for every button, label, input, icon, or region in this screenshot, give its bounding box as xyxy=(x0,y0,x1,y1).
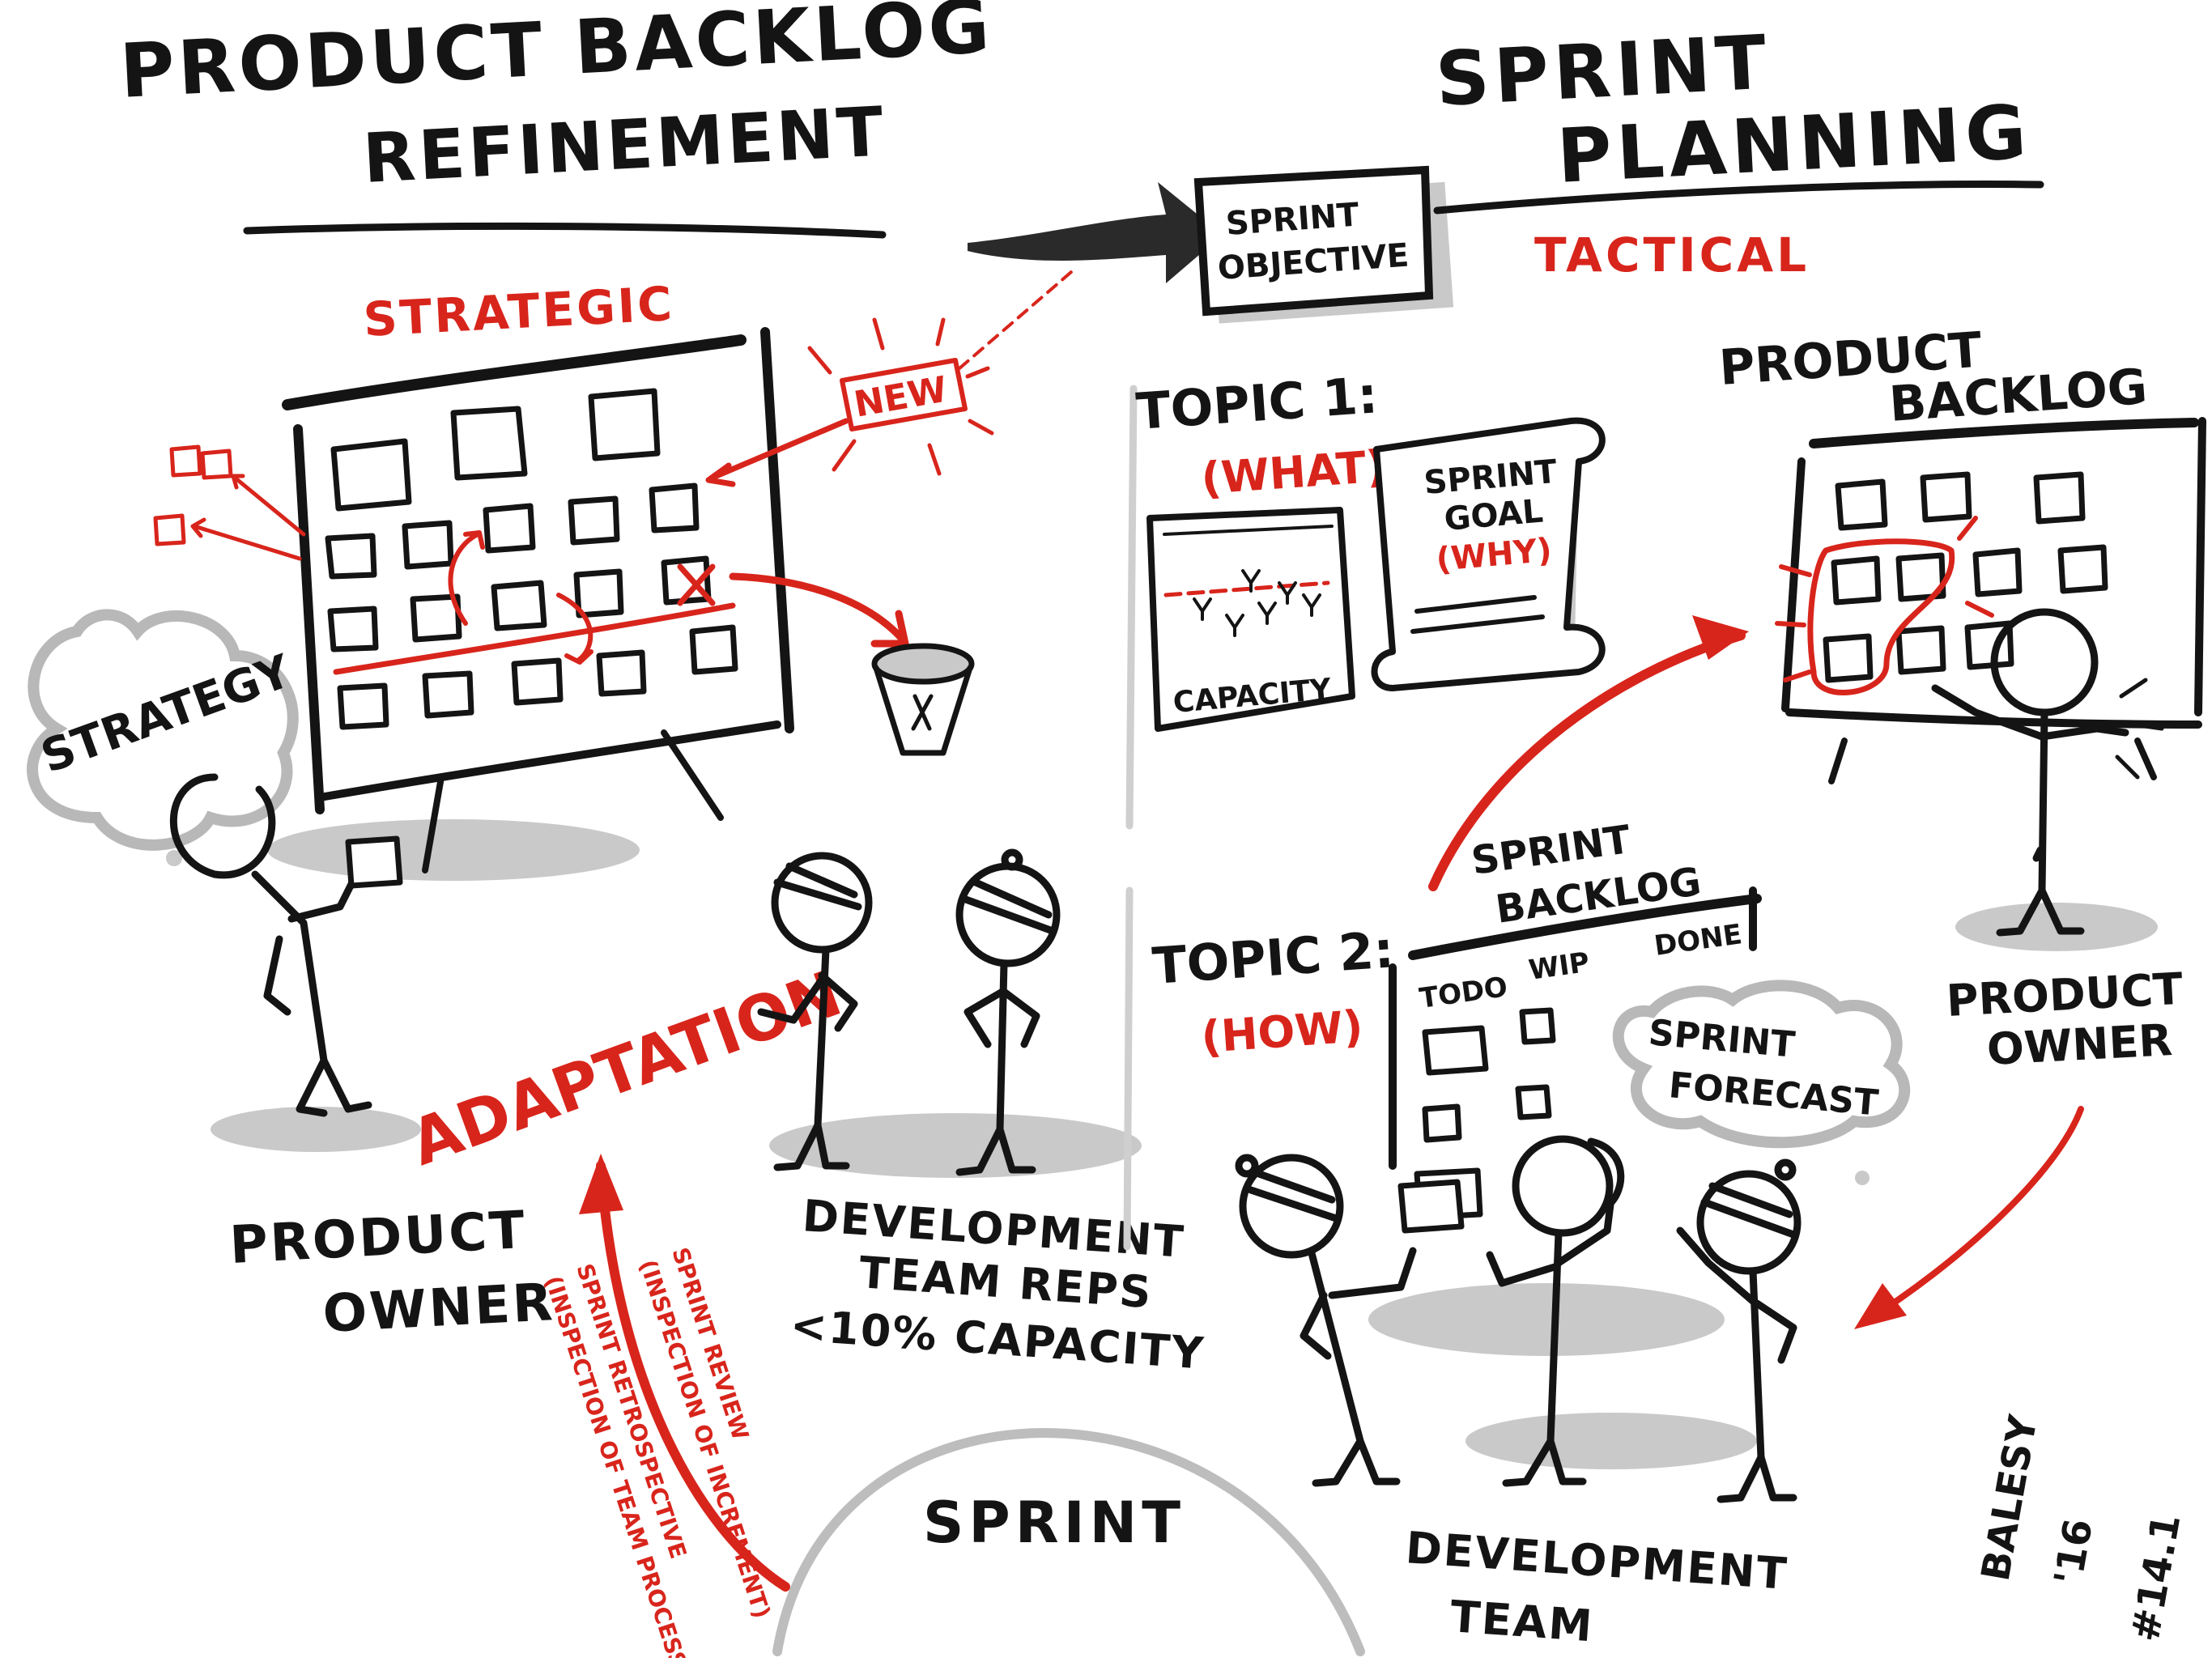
sb-col-todo: TODO xyxy=(1418,971,1510,1015)
dev-team-figure-3 xyxy=(1676,1158,1802,1503)
split-note-top xyxy=(169,444,233,480)
board-right-edge xyxy=(760,327,794,733)
topic2-label: TOPIC 2: xyxy=(1151,920,1396,996)
strategy-cloud xyxy=(27,609,299,851)
topic1-label: TOPIC 1: xyxy=(1134,365,1380,441)
pb-leg-left xyxy=(1828,737,1848,784)
dev-team-figure-2 xyxy=(1486,1135,1625,1487)
topic2-sub: (HOW) xyxy=(1200,1001,1365,1063)
board-bottom-edge xyxy=(316,720,781,801)
refinement-title-line2: REFINEMENT xyxy=(361,91,888,198)
refinement-title-underline xyxy=(243,222,887,239)
sprint-arc-label: SPRINT xyxy=(923,1490,1185,1556)
split-arrow-up xyxy=(231,474,306,537)
po-right-label-line2: OWNER xyxy=(1985,1014,2173,1075)
owner-to-team-arrow xyxy=(1859,1106,2084,1327)
dev-team-figure-1 xyxy=(1235,1154,1417,1487)
trash-can-body xyxy=(873,665,973,756)
capacity-chart-frame xyxy=(1146,507,1355,732)
po-left-note xyxy=(345,835,403,889)
dev-team-shadow-2 xyxy=(1465,1413,1757,1469)
po-left-label-line1: PRODUCT xyxy=(228,1201,529,1276)
board-left-edge xyxy=(293,424,325,814)
dev-team-figure-1-note xyxy=(1397,1179,1465,1234)
reorder-arrow-down xyxy=(556,593,593,665)
po-right-label-line1: PRODUCT xyxy=(1945,963,2184,1027)
board-top-edge xyxy=(282,334,747,410)
signature-line2: '16 xyxy=(2046,1515,2102,1588)
strategic-label: STRATEGIC xyxy=(362,276,675,347)
po-left-label-line2: OWNER xyxy=(321,1273,556,1345)
cross-mark xyxy=(677,563,716,606)
forecast-to-backlog-arrow xyxy=(1428,631,1746,891)
capacity-chart-shadow xyxy=(1163,525,1334,536)
signature-line3: #14.1 xyxy=(2123,1511,2190,1645)
discard-arrow xyxy=(729,572,909,648)
goal-scroll xyxy=(1371,417,1606,691)
goal-text-lines xyxy=(1410,595,1545,634)
objective-arrow xyxy=(968,182,1223,283)
pb-board-right xyxy=(2194,417,2206,716)
goal-line2: GOAL xyxy=(1443,492,1545,538)
pb-right-notes xyxy=(1823,471,2108,683)
dev-team-label-line2: TEAM xyxy=(1448,1591,1595,1651)
trash-can-rim xyxy=(874,646,972,682)
pb-board-left xyxy=(1781,457,1806,712)
capacity-line xyxy=(1163,580,1330,597)
topic1-sub: (WHAT) xyxy=(1200,440,1388,504)
sb-board-top xyxy=(1408,894,1762,960)
signature: BALESY '16 #14.1 xyxy=(1973,1411,2190,1645)
pb-selection-outline xyxy=(1807,538,1955,695)
objective-line xyxy=(1433,180,2044,215)
sb-col-wip: WIP xyxy=(1527,946,1592,987)
capacity-label: CAPACITY xyxy=(1172,673,1333,720)
po-left-shadow xyxy=(211,1107,421,1152)
signature-line1: BALESY xyxy=(1973,1411,2047,1584)
forecast-line1: SPRINT xyxy=(1647,1012,1797,1066)
forecast-line2: FORECAST xyxy=(1667,1065,1880,1124)
new-tag-box xyxy=(840,358,968,431)
split-arrow-down xyxy=(190,517,302,561)
planning-title-line1: SPRINT xyxy=(1434,19,1774,123)
dev-team-shadow xyxy=(1368,1283,1725,1356)
sb-col-done: DONE xyxy=(1653,918,1744,963)
inspection-arrow xyxy=(596,1161,790,1592)
dev-reps-figure-1 xyxy=(757,852,873,1171)
board-shadow xyxy=(267,819,640,881)
board-notes xyxy=(325,388,738,730)
new-tag-rays xyxy=(807,317,994,476)
pb-board-top xyxy=(1809,418,2199,448)
center-divider xyxy=(1123,385,1138,1251)
board-leg-right xyxy=(661,729,724,821)
dev-team-label-line1: DEVELOPMENT xyxy=(1404,1522,1789,1600)
objective-box xyxy=(1193,165,1434,317)
tactical-label: TACTICAL xyxy=(1534,227,1810,283)
dev-reps-figure-2 xyxy=(955,848,1061,1176)
forecast-cloud xyxy=(1612,980,1911,1149)
inspection-arrow-head xyxy=(579,1154,623,1214)
sprint-arc xyxy=(772,1428,1365,1656)
new-item-arrow xyxy=(705,418,849,487)
reorder-arrow-up xyxy=(448,530,485,626)
pb-selection-rays xyxy=(1775,516,1994,682)
split-note-bottom xyxy=(153,513,186,546)
reps-shadow xyxy=(769,1113,1142,1178)
strategy-label: STRATEGY xyxy=(35,644,300,784)
capacity-marks xyxy=(1193,569,1321,637)
pb-leg-right xyxy=(2134,737,2157,780)
forecast-to-backlog-arrow-head xyxy=(1692,615,1749,660)
new-tag-link xyxy=(958,266,1078,370)
product-owner-right-figure xyxy=(1931,608,2129,937)
po-right-motion-lines xyxy=(2115,678,2164,780)
priority-line xyxy=(333,602,736,675)
board-leg-left xyxy=(422,774,445,874)
owner-to-team-arrow-head xyxy=(1854,1283,1907,1329)
